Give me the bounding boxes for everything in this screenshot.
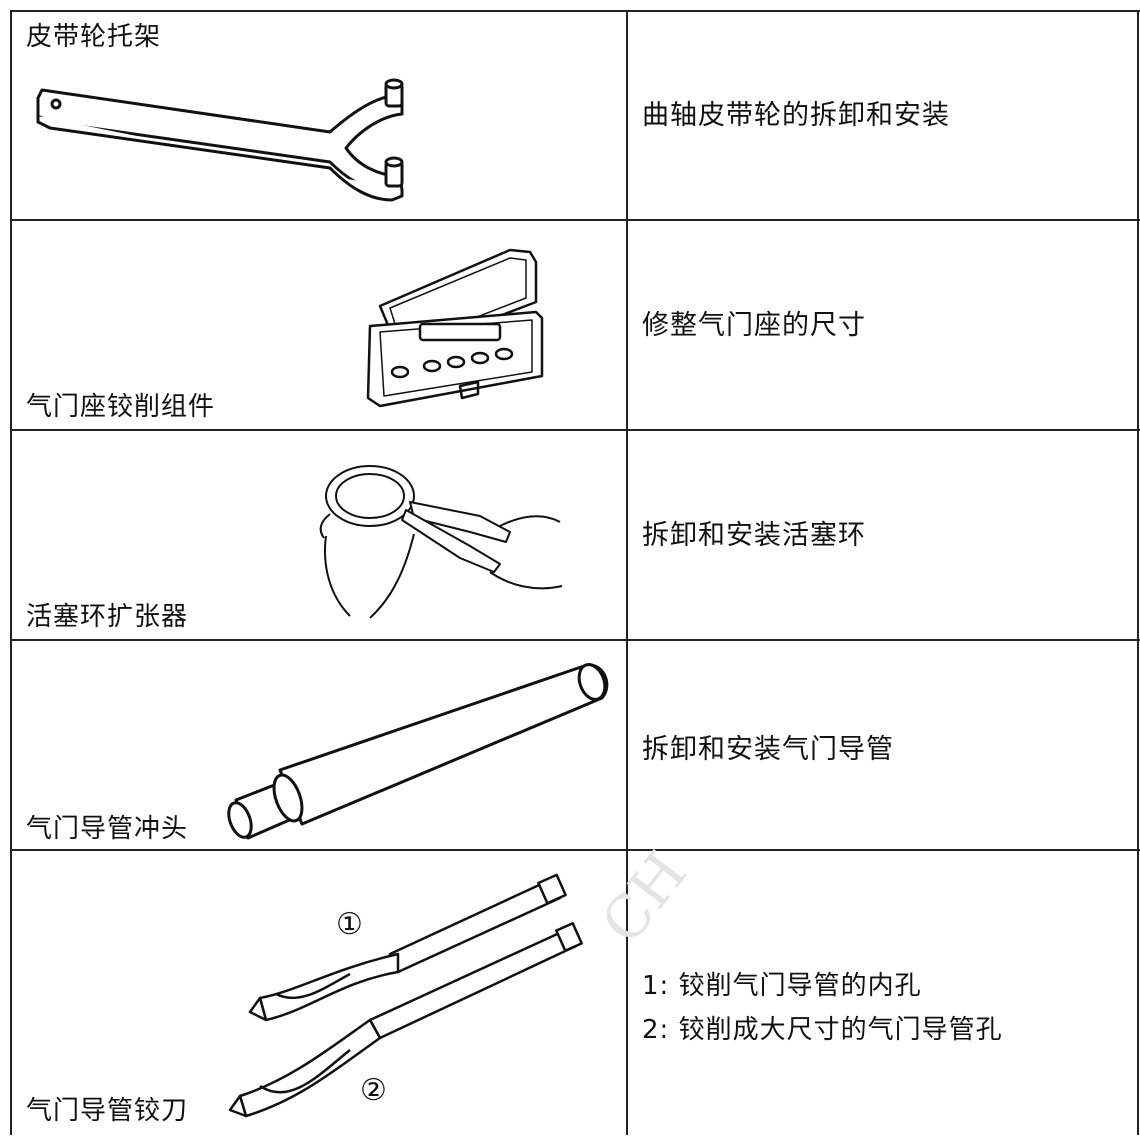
tool-usage: 拆卸和安装气门导管 [642,734,894,765]
tool-usage: 曲轴皮带轮的拆卸和安装 [642,100,950,131]
reamer-callout-2: ② [360,1073,388,1108]
tool-name: 皮带轮托架 [26,22,162,52]
tool-usage: 修整气门座的尺寸 [642,310,866,341]
tool-name: 活塞环扩张器 [26,602,189,632]
row-divider [10,219,1140,221]
table-row: 气门导管冲头 拆卸和安装气门导管 [10,640,1140,850]
valve-guide-reamer-icon [228,873,583,1118]
table-row: 活塞环扩张器 拆卸和安装活塞环 [10,430,1140,640]
table-left-border [10,10,12,1135]
pulley-holder-wrench-icon [36,78,404,202]
row-divider [10,639,1140,641]
tool-name: 气门导管铰刀 [26,1096,189,1126]
table-right-border [1137,10,1139,1135]
row-divider [10,849,1140,851]
usage-line-1: 1: 铰削气门导管的内孔 [642,971,922,1001]
table-row: ① ② 气门导管铰刀 1: 铰削气门导管的内孔 2: 铰削成大尺寸的气门导管孔 [10,850,1140,1135]
valve-guide-punch-icon [227,663,609,840]
tool-table: 皮带轮托架 曲轴皮带轮的拆卸和安装 [10,10,1140,1135]
table-column-divider [626,10,628,1135]
valve-seat-cutter-kit-icon [366,248,544,408]
tool-name: 气门座铰削组件 [26,392,216,422]
usage-line-2: 2: 铰削成大尺寸的气门导管孔 [642,1015,1003,1045]
table-row: 皮带轮托架 曲轴皮带轮的拆卸和安装 [10,10,1140,220]
reamer-callout-1: ① [336,907,364,942]
table-row: 气门座铰削组件 修整气门座的尺寸 [10,220,1140,430]
table-top-border [10,10,1140,12]
tool-usage: 1: 铰削气门导管的内孔 2: 铰削成大尺寸的气门导管孔 [642,964,1003,1052]
piston-ring-expander-icon [319,465,563,619]
row-divider [10,429,1140,431]
tool-usage: 拆卸和安装活塞环 [642,520,866,551]
tool-name: 气门导管冲头 [26,814,189,844]
